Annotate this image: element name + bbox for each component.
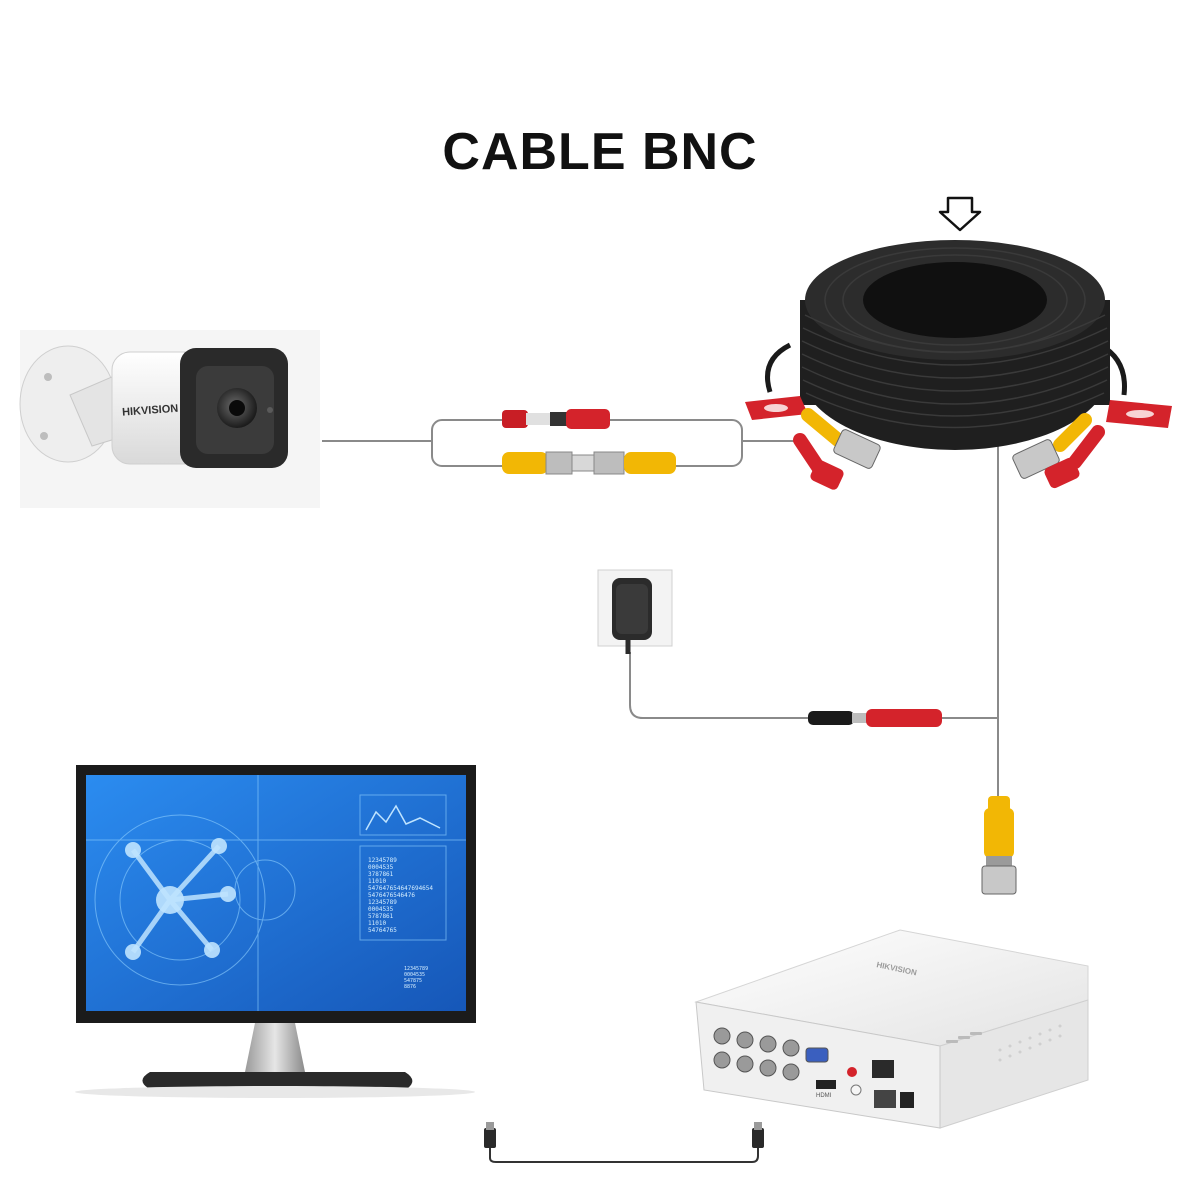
- vga-port: [805, 1047, 829, 1063]
- diagram-title: CABLE BNC: [442, 123, 758, 181]
- red-power-connector: [502, 409, 610, 429]
- svg-text:0004535: 0004535: [368, 864, 394, 871]
- svg-text:54764765: 54764765: [368, 927, 397, 934]
- down-arrow-icon: [938, 196, 982, 232]
- svg-text:3787861: 3787861: [368, 871, 394, 878]
- audio-port-red: [847, 1067, 857, 1077]
- svg-text:547647654647694654: 547647654647694654: [368, 885, 433, 892]
- svg-text:5787861: 5787861: [368, 913, 394, 920]
- bnc-input-ports: [713, 1027, 800, 1081]
- svg-text:12345789: 12345789: [404, 966, 428, 972]
- monitor-screen: [86, 775, 466, 1011]
- bnc-video-plug: [981, 796, 1017, 895]
- svg-text:11010: 11010: [368, 920, 386, 927]
- svg-text:11010: 11010: [368, 878, 386, 885]
- svg-text:547875: 547875: [404, 978, 422, 984]
- power-adapter: [597, 569, 673, 654]
- usb-ports: [874, 1090, 896, 1108]
- hdmi-plug-monitor-end: [484, 1122, 496, 1148]
- audio-port-white: [850, 1084, 862, 1096]
- svg-text:12345789: 12345789: [368, 899, 397, 906]
- monitor: 12345789 0004535 3787861 11010 547647654…: [75, 765, 476, 1098]
- yellow-video-connector: [502, 451, 676, 475]
- dvr-vents: [998, 1024, 1062, 1062]
- camera: HIKVISION: [19, 330, 320, 508]
- dvr-status-leds: [946, 1032, 982, 1043]
- svg-text:5476476546476: 5476476546476: [368, 892, 415, 899]
- svg-text:0004535: 0004535: [368, 906, 394, 913]
- hdmi-port: [816, 1080, 836, 1089]
- power-adapter-wire: [629, 652, 998, 719]
- hdmi-port-label: HDMI: [816, 1093, 832, 1099]
- dc-power-plug: [808, 709, 942, 727]
- dvr-recorder: HIKVISION HDMI: [694, 929, 1089, 1129]
- bnc-cable-coil: [745, 240, 1172, 490]
- monitor-base: [142, 1072, 413, 1088]
- hdmi-cable: [489, 1145, 759, 1163]
- svg-text:0004535: 0004535: [404, 972, 425, 978]
- monitor-stand: [245, 1023, 305, 1072]
- camera-brand: HIKVISION: [122, 403, 179, 419]
- screen-readout-b: 12345789 0004535 547875 8876: [404, 966, 428, 990]
- ethernet-port: [872, 1060, 894, 1078]
- screen-readout-a: 12345789 0004535 3787861 11010 547647654…: [368, 857, 433, 934]
- hdmi-plug-dvr-end: [752, 1122, 764, 1148]
- dc-input-port: [900, 1092, 914, 1108]
- svg-text:8876: 8876: [404, 984, 416, 990]
- svg-text:12345789: 12345789: [368, 857, 397, 864]
